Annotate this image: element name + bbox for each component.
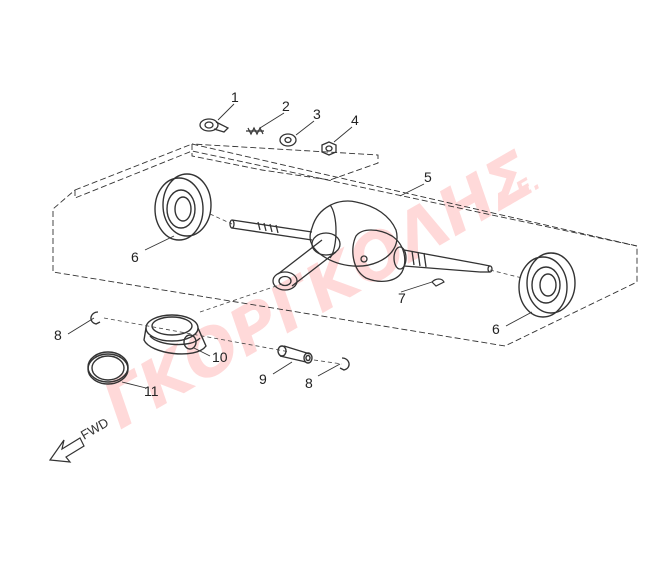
callout-9: 9 [259, 371, 267, 387]
callout-6-right: 6 [492, 321, 500, 337]
callout-1: 1 [231, 89, 239, 105]
callout-8-right: 8 [305, 375, 313, 391]
leader-lines [67, 103, 533, 389]
part-9-piston-pin [277, 345, 313, 364]
part-8-circlip-left [90, 311, 101, 325]
callout-5: 5 [424, 169, 432, 185]
part-6-bearing-left [154, 173, 212, 241]
callout-2: 2 [282, 98, 290, 114]
callout-7: 7 [398, 290, 406, 306]
watermark-text: ΓΚΟΡΓΚΟΛΗΣ [91, 138, 547, 444]
callout-11: 11 [144, 383, 159, 399]
callout-8-left: 8 [54, 327, 62, 343]
small-parts-box [191, 143, 379, 181]
part-11-piston-ring [87, 351, 129, 385]
part-3-washer [279, 133, 297, 147]
part-2-spring [246, 126, 264, 136]
crank-group-box [52, 143, 638, 347]
part-8-circlip-right [339, 357, 350, 371]
part-1-clip [199, 118, 230, 133]
part-10-piston [143, 314, 207, 355]
forward-arrow-icon [48, 437, 85, 463]
callout-4: 4 [351, 112, 359, 128]
part-6-bearing-right [518, 252, 576, 318]
callouts: 1 2 3 4 5 6 6 7 8 8 9 10 11 [54, 89, 500, 399]
part-4-nut [321, 141, 337, 156]
callout-10: 10 [212, 349, 228, 365]
fwd-label: FWD [78, 415, 111, 443]
part-7-key [431, 278, 445, 287]
callout-3: 3 [313, 106, 321, 122]
part-5-crankshaft [229, 200, 493, 291]
watermark: ΓΚΟΡΓΚΟΛΗΣ A.E. [91, 138, 547, 444]
axis-lines [103, 213, 523, 365]
callout-6-left: 6 [131, 249, 139, 265]
